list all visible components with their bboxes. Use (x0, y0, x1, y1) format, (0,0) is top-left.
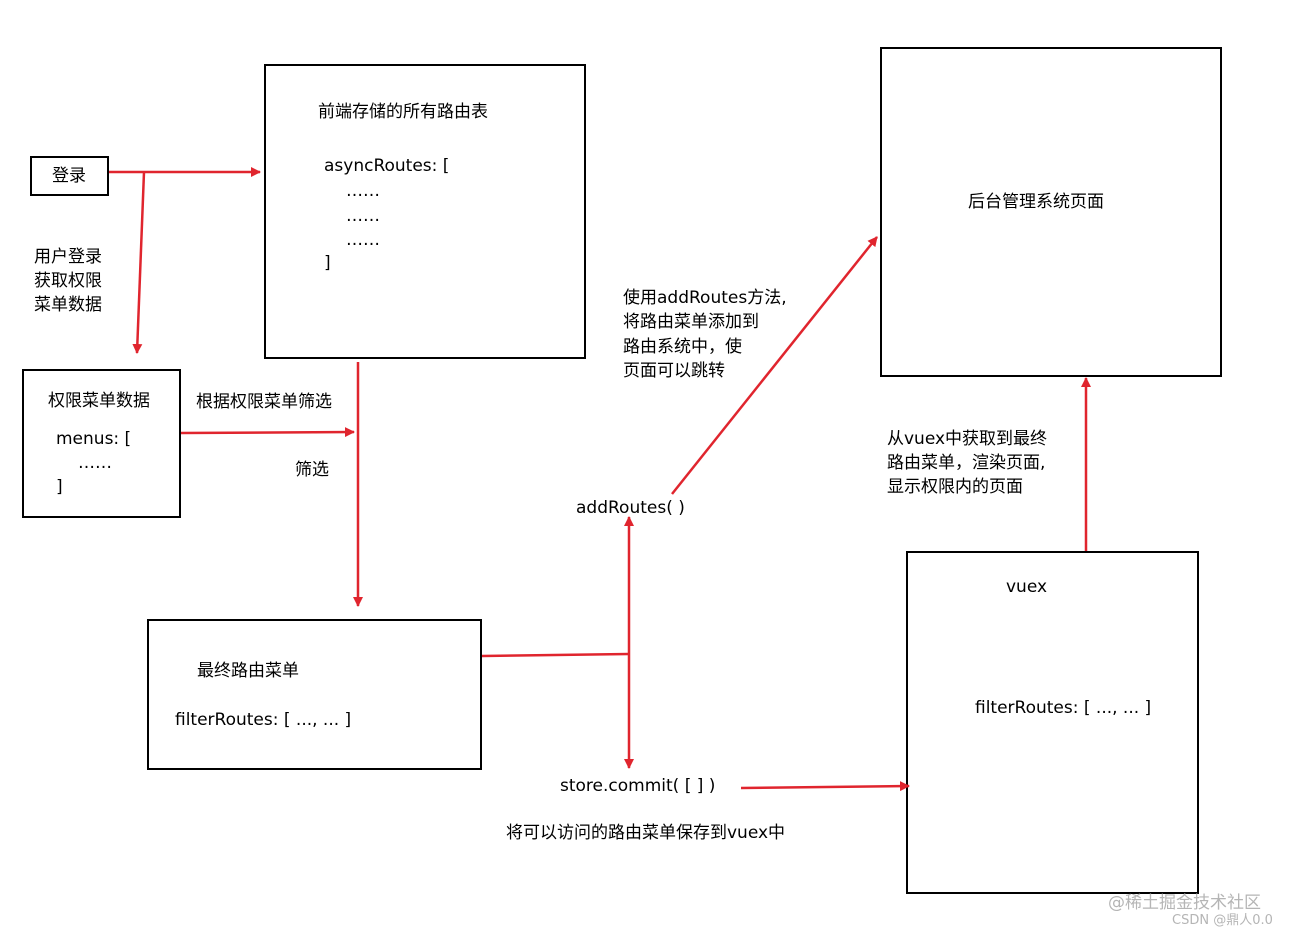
vuex-box: vuex filterRoutes: [ ..., ... ] (906, 551, 1199, 894)
vuex-title: vuex (1006, 577, 1048, 597)
perm-menu-line-2: …… (78, 453, 112, 473)
login-box: 登录 (30, 156, 109, 196)
arrow-store-commit-to-vuex (740, 781, 910, 792)
admin-page-title: 后台管理系统页面 (968, 192, 1104, 212)
line-final-menu-to-split (481, 652, 630, 658)
watermark-line-1: @稀土掘金技术社区 (1108, 893, 1261, 913)
add-routes-note-line-2: 将路由菜单添加到 (623, 312, 759, 332)
filter-label: 筛选 (295, 460, 329, 480)
vuex-note-line-3: 显示权限内的页面 (887, 477, 1023, 497)
add-routes-note-line-4: 页面可以跳转 (623, 361, 725, 381)
all-routes-line-5: ] (324, 253, 331, 273)
vuex-note-line-2: 路由菜单，渲染页面, (887, 453, 1046, 473)
perm-menu-line-3: ] (56, 477, 63, 497)
store-note: 将可以访问的路由菜单保存到vuex中 (506, 823, 786, 843)
admin-page-box: 后台管理系统页面 (880, 47, 1222, 377)
arrow-perm-menu-to-filter (180, 427, 355, 438)
all-routes-box: 前端存储的所有路由表 asyncRoutes: [ …… …… …… ] (264, 64, 586, 359)
all-routes-line-3: …… (346, 206, 380, 226)
login-note-line-1: 用户登录 (34, 247, 102, 267)
final-menu-box: 最终路由菜单 filterRoutes: [ ..., ... ] (147, 619, 482, 770)
watermark-line-2: CSDN @鼎人0.0 (1172, 913, 1273, 928)
login-note-line-2: 获取权限 (34, 271, 102, 291)
add-routes-note-line-3: 路由系统中，使 (623, 337, 742, 357)
login-label: 登录 (52, 166, 86, 186)
final-menu-content: filterRoutes: [ ..., ... ] (175, 710, 352, 730)
filter-label-top: 根据权限菜单筛选 (196, 392, 332, 412)
arrow-login-to-perm-menu (132, 171, 146, 354)
final-menu-title: 最终路由菜单 (197, 661, 299, 681)
add-routes-note-line-1: 使用addRoutes方法, (623, 288, 787, 308)
vuex-note-line-1: 从vuex中获取到最终 (887, 429, 1048, 449)
all-routes-line-1: asyncRoutes: [ (324, 156, 450, 176)
vuex-content: filterRoutes: [ ..., ... ] (975, 698, 1152, 718)
login-note-line-3: 菜单数据 (34, 295, 102, 315)
perm-menu-title: 权限菜单数据 (48, 391, 150, 411)
all-routes-title: 前端存储的所有路由表 (318, 102, 488, 122)
perm-menu-line-1: menus: [ (56, 429, 132, 449)
all-routes-line-2: …… (346, 181, 380, 201)
add-routes-call: addRoutes( ) (576, 498, 685, 518)
arrow-add-routes-to-admin-page (671, 236, 878, 495)
store-commit-call: store.commit( [ ] ) (560, 776, 716, 796)
all-routes-line-4: …… (346, 230, 380, 250)
perm-menu-box: 权限菜单数据 menus: [ …… ] (22, 369, 181, 518)
